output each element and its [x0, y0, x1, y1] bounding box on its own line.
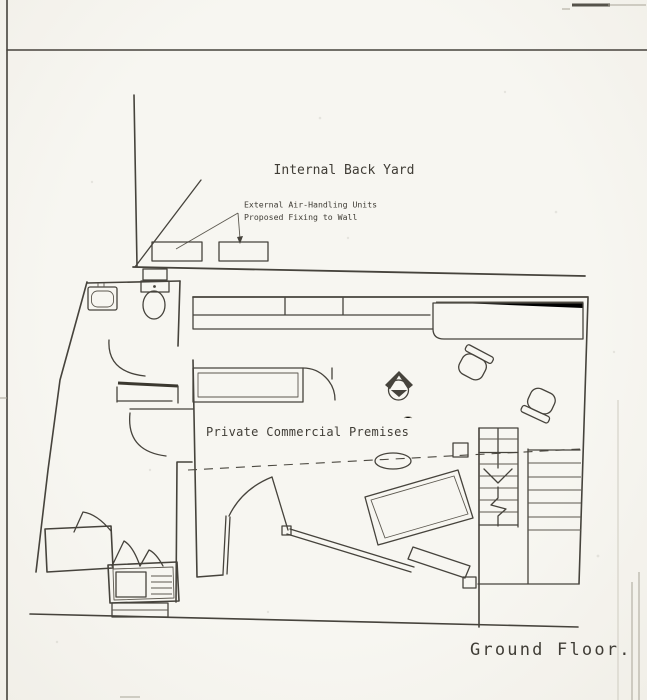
ahu-leader-line-1 [175, 212, 239, 250]
duct-wall-left [175, 461, 193, 603]
wash-basin [87, 283, 118, 311]
yard-left-wall [133, 94, 138, 267]
symbol-circle [387, 379, 410, 401]
door-jamb-wall [222, 515, 231, 575]
front-counter [44, 525, 114, 573]
display-case-base [111, 602, 169, 618]
commercial-premises [187, 296, 589, 628]
service-counter [192, 367, 336, 403]
toilet-bowl [142, 290, 166, 320]
corridor-step-walls [116, 385, 194, 410]
counter-end-arc [302, 367, 336, 401]
wc-right-wall [177, 280, 181, 347]
wc-door-swing-arc [108, 339, 146, 377]
angled-partition [281, 525, 415, 573]
ahu-note-line2: Proposed Fixing to Wall [244, 212, 357, 222]
scan-scratch [403, 416, 413, 419]
door-swing-arc [228, 476, 273, 517]
staircase-wide [477, 448, 581, 585]
stair-break-line [490, 486, 507, 527]
door-leaf [271, 476, 289, 531]
small-cabinet [452, 442, 469, 458]
corridor-door-swing-arc [129, 412, 167, 457]
ramp-end-cap [462, 576, 477, 589]
premises-right-wall [578, 297, 589, 585]
diamond-inner-triangle [389, 375, 409, 390]
yard-label: Internal Back Yard [274, 163, 415, 178]
soil-pipe [142, 268, 168, 281]
premises-label: Private Commercial Premises [206, 425, 409, 439]
threshold-line [117, 381, 179, 388]
display-case [107, 561, 180, 604]
ahu-note-line1: External Air-Handling Units [244, 200, 377, 210]
drawing-title: Ground Floor. [470, 640, 632, 660]
stair-treads [528, 462, 581, 531]
chair-2 [520, 387, 556, 424]
back-yard [132, 94, 586, 277]
folding-door-leaf-1 [73, 511, 112, 533]
stair-direction-arrow [483, 468, 513, 484]
outer-left-wall [35, 281, 88, 573]
bathroom-area [35, 268, 224, 603]
folding-door-leaf-2 [111, 540, 141, 567]
ahu-leader-arrowhead [237, 236, 243, 244]
dashed-line-ellipse [374, 452, 412, 470]
angled-ramp [407, 546, 477, 589]
tilted-table [364, 469, 474, 546]
yard-rear-wall [132, 266, 586, 277]
staircase-narrow [478, 427, 519, 628]
cistern [140, 280, 170, 293]
main-room-left-wall [192, 359, 224, 578]
main-door [222, 476, 289, 575]
paper-specks [55, 90, 616, 644]
chair-1 [458, 344, 494, 381]
shop-front [44, 511, 180, 618]
yard-diagonal-line [134, 179, 202, 268]
window-bench [432, 302, 584, 340]
cistern-button [153, 285, 156, 288]
front-boundary-wall [29, 613, 579, 628]
column-symbol [385, 371, 413, 401]
toilet [140, 268, 170, 320]
demise-dashed-line [187, 448, 581, 471]
air-handling-unit-1 [151, 241, 203, 262]
air-handling-unit-2 [218, 241, 269, 262]
wall-shelving-band [192, 296, 434, 330]
ahu-leader-line-2 [237, 212, 241, 240]
